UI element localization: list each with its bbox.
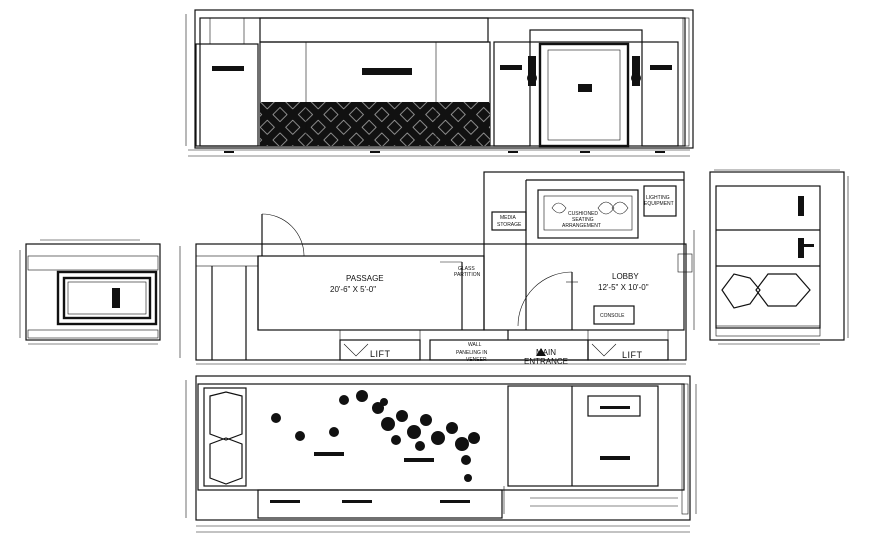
passage-dimension: 20'-6" X 5'-0" [330,285,376,294]
lift-right-label: LIFT [622,350,643,360]
leaf-decoration-icon [271,390,480,482]
left-side-elevation [19,239,161,345]
entrance-arrow-icon [536,348,546,356]
lift-left-label: LIFT [370,349,391,359]
console-label: CONSOLE [600,313,625,319]
lighting-label-1: LIGHTING [646,195,670,201]
media-storage-label-1: MEDIA [500,215,517,221]
seating-label-2: SEATING [572,217,594,223]
wall-sconce-left-icon [527,56,537,86]
glass-partition-label-2: PARTITION [454,272,481,278]
passage-label: PASSAGE [346,274,384,283]
lobby-dimension: 12'-5" X 10'-0" [598,283,649,292]
main-entrance-label-2: ENTRANCE [524,357,568,366]
floor-plan [179,171,695,365]
right-side-elevation [709,169,849,345]
wall-paneling-label-3: VENEER [466,357,487,363]
glass-partition-label-1: GLASS [458,266,475,272]
ceiling-plan [185,375,697,533]
floor-plan-labels: PASSAGE 20'-6" X 5'-0" GLASS PARTITION L… [330,195,674,366]
seating-label-1: CUSHIONED [568,211,598,217]
lighting-label-2: EQUIPMENT [644,201,674,207]
top-elevation [185,9,694,157]
wall-paneling-label-2: PANELING IN [456,350,488,356]
carved-panel-icon [203,387,247,487]
ornamental-panel-icon [721,273,811,309]
seating-label-3: ARRANGEMENT [562,223,601,229]
wall-paneling-label-1: WALL [468,342,482,348]
media-storage-label-2: STORAGE [497,222,522,228]
cushioned-sofa-icon [537,189,639,239]
main-entrance-label-1: MAIN [536,348,556,357]
wall-sconce-right-icon [631,56,641,86]
lobby-label: LOBBY [612,272,639,281]
